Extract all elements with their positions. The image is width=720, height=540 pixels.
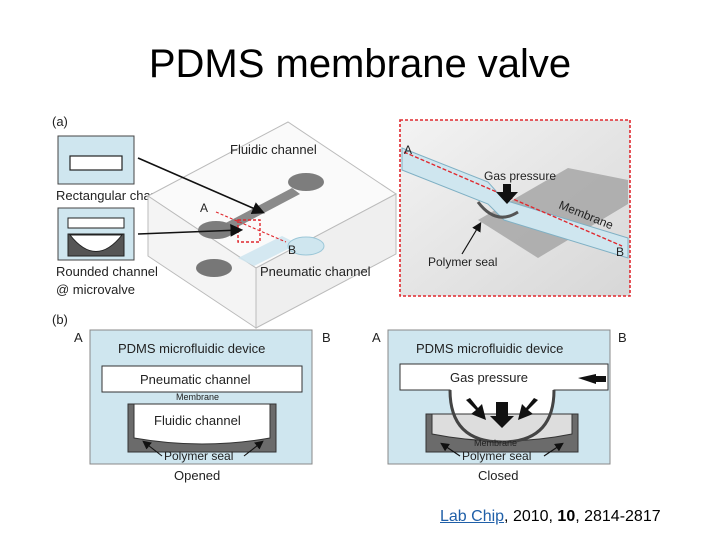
opened-fluidic-label: Fluidic channel: [154, 413, 241, 428]
opened-seal-arrow-left: [142, 440, 163, 457]
inset-point-b: B: [616, 245, 624, 259]
slide-title: PDMS membrane valve: [148, 42, 572, 86]
opened-point-b: B: [322, 330, 331, 345]
opened-device-label: PDMS microfluidic device: [118, 341, 265, 356]
rounded-channel-label: Rounded channel: [56, 264, 158, 279]
arrow-rounded: [137, 223, 244, 237]
inset-seal-arrow: [461, 221, 482, 255]
valve-inset: [399, 119, 631, 297]
closed-seal-arrow-left: [440, 442, 461, 457]
opened-membrane-label: Membrane: [176, 392, 219, 402]
rounded-channel-section: [57, 207, 135, 261]
panel-a-label: (a): [52, 114, 68, 129]
point-a-label: A: [200, 201, 208, 215]
valve-figure: (a) Rectangular channel Rounded channel …: [48, 108, 636, 488]
closed-gas-pressure-label: Gas pressure: [450, 370, 528, 385]
closed-device-label: PDMS microfluidic device: [416, 341, 563, 356]
opened-seal-label: Polymer seal: [164, 449, 233, 463]
closed-point-b: B: [618, 330, 627, 345]
citation-pages: , 2814-2817: [575, 508, 661, 525]
figure-drawing: (a) Rectangular channel Rounded channel …: [52, 114, 631, 483]
inset-point-a: A: [404, 143, 412, 157]
opened-caption: Opened: [174, 468, 220, 483]
closed-valve-section: [387, 329, 611, 465]
citation: Lab Chip, 2010, 10, 2814-2817: [440, 508, 661, 526]
arrow-rectangular: [137, 157, 265, 215]
closed-point-a: A: [372, 330, 381, 345]
citation-volume: 10: [557, 508, 576, 525]
fluidic-channel-label: Fluidic channel: [230, 142, 317, 157]
rectangular-channel-section: [57, 135, 135, 185]
inset-gas-pressure: Gas pressure: [484, 169, 556, 183]
panel-b-label: (b): [52, 312, 68, 327]
inset-polymer-seal: Polymer seal: [428, 255, 497, 269]
pneumatic-channel-3d: [196, 236, 325, 277]
at-microvalve-label: @ microvalve: [56, 282, 135, 297]
opened-pneumatic-label: Pneumatic channel: [140, 372, 251, 387]
opened-valve-section: [89, 329, 313, 465]
closed-seal-arrow-right: [543, 442, 564, 457]
citation-year: , 2010,: [504, 508, 558, 525]
closed-caption: Closed: [478, 468, 518, 483]
closed-membrane-label: Membrane: [474, 438, 517, 448]
opened-point-a: A: [74, 330, 83, 345]
opened-seal-arrow-right: [243, 440, 264, 457]
rectangular-channel-label: Rectangular channel: [56, 188, 175, 203]
citation-journal-link[interactable]: Lab Chip: [440, 508, 505, 525]
a-b-dashed-line: [215, 211, 287, 243]
point-b-label: B: [288, 243, 296, 257]
pneumatic-channel-label: Pneumatic channel: [260, 264, 371, 279]
closed-seal-label: Polymer seal: [462, 449, 531, 463]
